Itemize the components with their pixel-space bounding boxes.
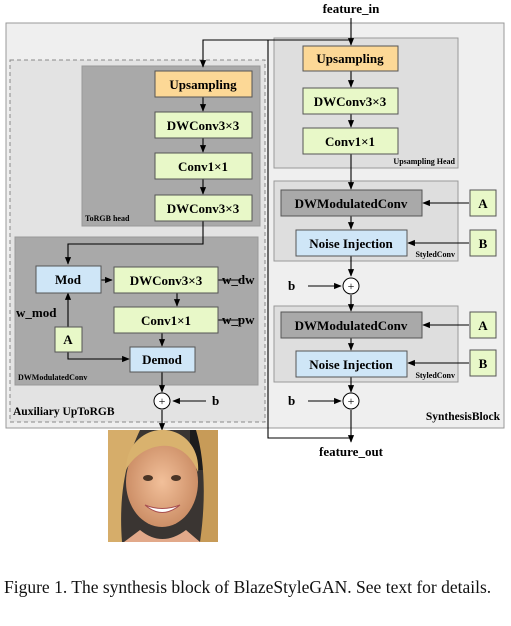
edge-loop-to-left [267,40,351,439]
box-noise-injection-2-label: Noise Injection [309,357,393,372]
label-w-dw: w_dw [222,272,255,287]
label-feature-out: feature_out [319,444,384,459]
label-b-right-1: b [288,278,295,293]
box-dwconv-right-label: DWConv3×3 [314,94,387,109]
box-b-right-2: B [469,349,497,377]
adder-left-sign: + [159,394,166,408]
label-dwmodulated-conv: DWModulatedConv [18,373,87,382]
box-conv1x1-left-1-label: Conv1×1 [178,159,228,174]
adder-right-1: + [342,277,360,295]
box-upsampling-left: Upsampling [154,70,253,98]
edge-featurein-to-left-upsampling [199,39,351,68]
box-a-right-1-label: A [478,196,488,211]
box-dwconv-left-1: DWConv3×3 [154,111,253,139]
box-dwmodconv-2-label: DWModulatedConv [295,318,408,333]
box-b-right-2-label: B [479,356,488,371]
box-demod: Demod [129,346,196,373]
box-conv1x1-left-1: Conv1×1 [154,152,253,180]
box-b-right-1: B [469,229,497,257]
edge-a-to-demod [67,352,130,363]
box-upsampling-right-label: Upsampling [316,51,384,66]
box-conv1x1-right: Conv1×1 [302,127,399,155]
label-feature-in: feature_in [323,1,381,16]
box-dwmodconv-1: DWModulatedConv [280,189,423,217]
label-w-mod: w_mod [16,305,57,320]
adder-right-2-sign: + [348,394,355,408]
label-torgb-head: ToRGB head [85,214,130,223]
box-b-right-1-label: B [479,236,488,251]
generated-face-image [108,429,218,542]
box-a-right-2: A [469,311,497,339]
label-upsampling-head: Upsampling Head [393,157,455,166]
adder-right-2: + [342,392,360,410]
box-upsampling-right: Upsampling [302,45,399,72]
box-a-left-label: A [63,332,73,347]
box-dwconv-left-2: DWConv3×3 [154,194,253,222]
edge-left-dw2-to-mod [64,221,204,265]
box-demod-label: Demod [142,352,182,367]
figure-caption: Figure 1. The synthesis block of BlazeSt… [4,577,492,597]
label-aux-uptorgb: Auxiliary UpToRGB [13,406,115,418]
adder-left: + [153,392,171,410]
box-mod: Mod [35,265,102,294]
label-styled-conv-2: StyledConv [415,371,455,380]
box-a-right-1: A [469,189,497,217]
label-styled-conv-1: StyledConv [415,250,455,259]
box-dwconv-mod-label: DWConv3×3 [130,273,203,288]
synthesis-block-diagram: Upsampling DWConv3×3 Conv1×1 DWConv3×3 M… [5,1,505,542]
box-conv1x1-mod: Conv1×1 [113,306,219,334]
label-w-pw: w_pw [222,312,255,327]
adder-right-1-sign: + [348,279,355,293]
box-noise-injection-2: Noise Injection [295,350,408,378]
box-dwconv-mod: DWConv3×3 [113,266,219,294]
box-conv1x1-mod-label: Conv1×1 [141,313,191,328]
box-noise-injection-1: Noise Injection [295,229,408,257]
box-dwconv-right: DWConv3×3 [302,87,399,115]
box-conv1x1-right-label: Conv1×1 [325,134,375,149]
box-dwmodconv-1-label: DWModulatedConv [295,196,408,211]
box-a-left: A [54,326,83,353]
box-a-right-2-label: A [478,318,488,333]
box-dwconv-left-1-label: DWConv3×3 [167,118,240,133]
box-dwmodconv-2: DWModulatedConv [280,311,423,339]
label-synthesis-block: SynthesisBlock [426,411,501,423]
label-b-right-2: b [288,393,295,408]
label-b-left: b [212,393,219,408]
box-mod-label: Mod [55,272,82,287]
box-upsampling-left-label: Upsampling [169,77,237,92]
box-dwconv-left-2-label: DWConv3×3 [167,201,240,216]
box-noise-injection-1-label: Noise Injection [309,236,393,251]
